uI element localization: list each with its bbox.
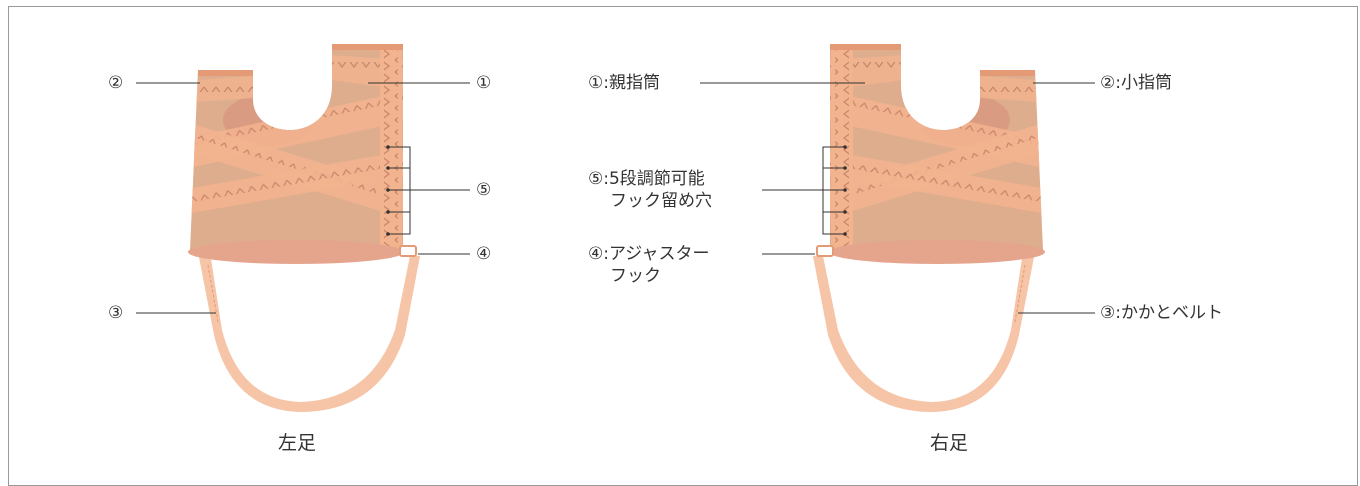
- left-label-hook-holes: ⑤: [476, 180, 492, 200]
- right-bottom-cuff: [829, 240, 1045, 264]
- left-heel-strap: [198, 252, 420, 412]
- left-foot-illustration: [188, 44, 420, 412]
- right-leader-lines: [700, 82, 1095, 314]
- left-label-little-toe: ②: [108, 73, 124, 93]
- right-label-hook-holes-line2: フック留め穴: [610, 191, 712, 211]
- left-foot-caption: 左足: [278, 432, 317, 454]
- left-adjuster-hook: [399, 245, 417, 257]
- right-heel-strap: [813, 252, 1035, 412]
- left-label-heel-belt: ③: [108, 303, 124, 323]
- diagram-canvas: [136, 44, 1095, 412]
- left-label-adjuster-hook: ④: [476, 244, 492, 264]
- left-label-thumb-toe: ①: [476, 73, 492, 93]
- left-leader-lines: [136, 82, 470, 314]
- right-foot-caption: 右足: [930, 432, 969, 454]
- left-bottom-cuff: [188, 240, 404, 264]
- right-foot-illustration: [813, 44, 1045, 412]
- right-adjuster-hook: [816, 245, 834, 257]
- right-label-adjuster-hook-line1: ④:アジャスター: [588, 244, 710, 264]
- right-label-heel-belt: ③:かかとベルト: [1100, 303, 1223, 323]
- right-label-adjuster-hook-line2: フック: [610, 266, 661, 286]
- right-label-thumb-toe: ①:親指筒: [588, 73, 660, 93]
- right-label-hook-holes-line1: ⑤:5段調節可能: [588, 169, 705, 189]
- right-label-little-toe: ②:小指筒: [1100, 73, 1172, 93]
